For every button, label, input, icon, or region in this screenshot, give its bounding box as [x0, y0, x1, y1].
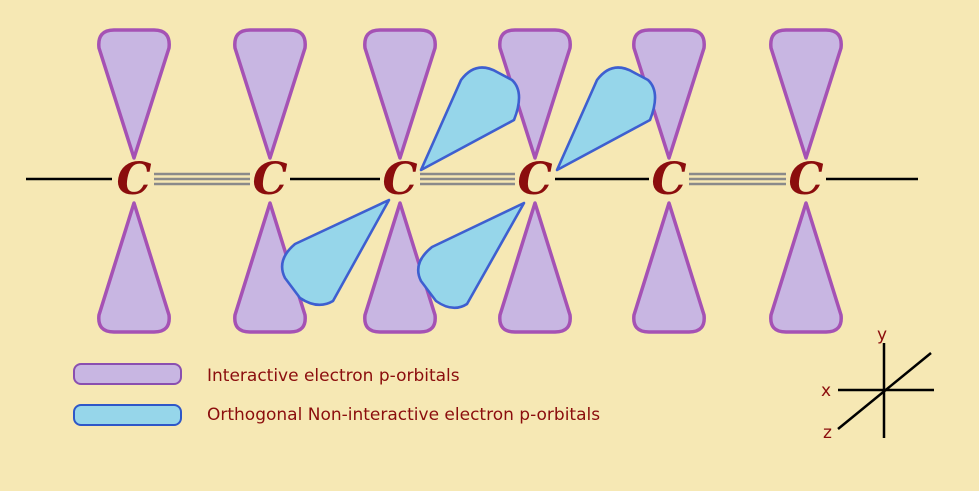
p-orbital-lobe-upper: [498, 28, 572, 160]
carbon-atom-label: C: [252, 154, 287, 205]
coordinate-axes: y x z: [821, 325, 934, 443]
legend-label-orthogonal: Orthogonal Non-interactive electron p-or…: [207, 405, 600, 425]
atom-label-backdrop: [654, 160, 684, 198]
p-orbital-lobe-lower: [97, 201, 171, 334]
p-orbital-lobe-lower: [363, 201, 437, 334]
z-axis-line: [837, 352, 932, 430]
orthogonal-orbitals: [280, 66, 657, 310]
p-orbital-lobe-upper: [632, 28, 706, 160]
carbon-atom-label: C: [651, 154, 686, 205]
p-orbital-lobe-upper: [233, 28, 307, 160]
legend-swatch-orthogonal: [73, 404, 182, 426]
p-orbital-lobe-upper: [769, 28, 843, 160]
atom-label-backdrop: [255, 160, 285, 198]
legend: Interactive electron p-orbitals Orthogon…: [73, 363, 600, 426]
legend-label-interactive: Interactive electron p-orbitals: [207, 366, 460, 386]
orthogonal-p-orbital-lobe: [555, 66, 657, 172]
x-axis-label: x: [821, 381, 831, 401]
p-orbital-lobe-lower: [498, 201, 572, 334]
atom-label-backdrop: [119, 160, 149, 198]
orthogonal-p-orbital-lobe: [419, 66, 521, 172]
p-orbital-lobe-upper: [363, 28, 437, 160]
interactive-orbitals: [97, 28, 843, 334]
carbon-atom-label: C: [788, 154, 823, 205]
atom-label-backdrop: [791, 160, 821, 198]
atom-label-backdrop: [520, 160, 550, 198]
bonds: [26, 172, 918, 186]
orthogonal-p-orbital-lobe: [280, 198, 391, 307]
legend-swatch-interactive: [73, 363, 182, 385]
y-axis-label: y: [877, 325, 887, 345]
carbon-atom-label: C: [517, 154, 552, 205]
p-orbital-lobe-lower: [769, 201, 843, 334]
carbon-atom-label: C: [382, 154, 417, 205]
atom-label-backdrop: [385, 160, 415, 198]
p-orbital-lobe-lower: [233, 201, 307, 334]
p-orbital-lobe-upper: [97, 28, 171, 160]
carbon-atom-label: C: [116, 154, 151, 205]
z-axis-label: z: [823, 423, 832, 443]
orthogonal-p-orbital-lobe: [417, 201, 526, 310]
p-orbital-lobe-lower: [632, 201, 706, 334]
